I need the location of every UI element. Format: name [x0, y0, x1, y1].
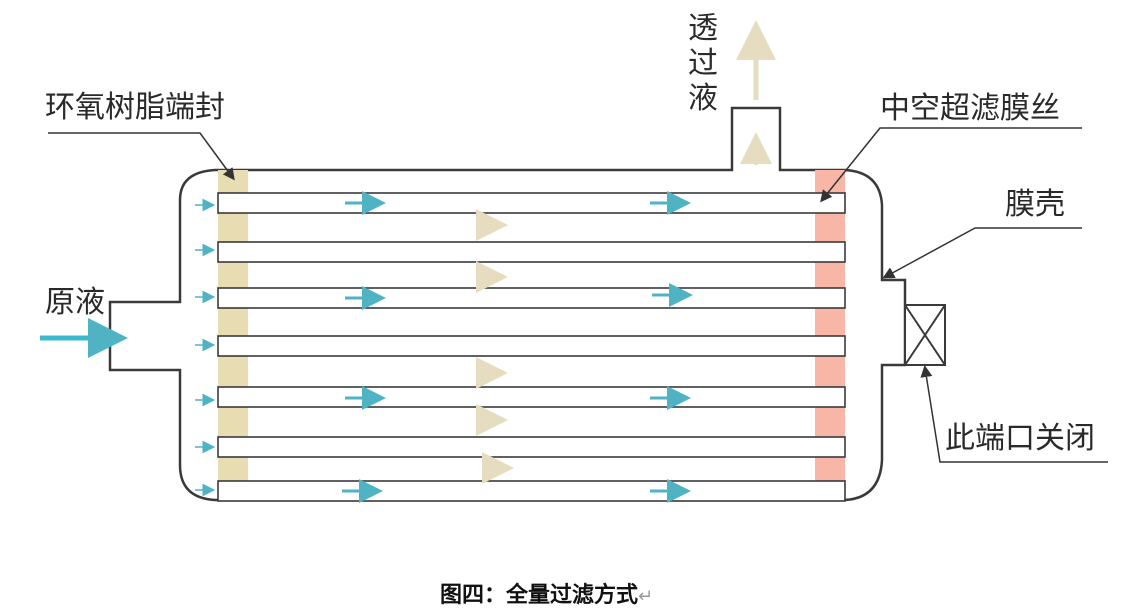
- epoxy-seal-label: 环氧树脂端封: [45, 90, 225, 125]
- hollow-fiber: [217, 241, 846, 263]
- hollow-fiber-label: 中空超滤膜丝: [880, 91, 1060, 126]
- hollow-fiber: [217, 192, 846, 214]
- return-mark-icon: ↵: [638, 586, 653, 607]
- epoxy-seal-leader: [48, 132, 235, 181]
- feed-label: 原液: [45, 285, 105, 320]
- hollow-fiber: [217, 335, 846, 357]
- port-closed-leader: [920, 365, 1108, 463]
- fiber-inlet-arrows: [195, 198, 216, 497]
- permeate-flow-arrows: [476, 209, 514, 484]
- hollow-fibers: [217, 192, 846, 502]
- hollow-fiber: [217, 386, 846, 408]
- hollow-fiber-leader: [820, 127, 1082, 203]
- hollow-fiber: [217, 287, 846, 309]
- x-box-icon: [904, 304, 946, 366]
- hollow-fiber: [217, 436, 846, 458]
- membrane-shell-outline: [108, 106, 907, 502]
- port-closed-label: 此端口关闭: [945, 421, 1095, 456]
- shell-label: 膜壳: [1005, 187, 1065, 222]
- figure-caption-text: 图四：全量过滤方式: [440, 582, 638, 608]
- figure-caption: 图四：全量过滤方式↵: [440, 582, 653, 608]
- permeate-label-1: 透: [688, 11, 718, 46]
- shell-leader: [882, 227, 1082, 279]
- fiber-flow-arrows: [342, 191, 693, 503]
- leader-lines: [48, 127, 1108, 463]
- hollow-fiber: [217, 480, 846, 502]
- permeate-label-2: 过: [688, 46, 718, 81]
- permeate-label-3: 液: [688, 81, 718, 116]
